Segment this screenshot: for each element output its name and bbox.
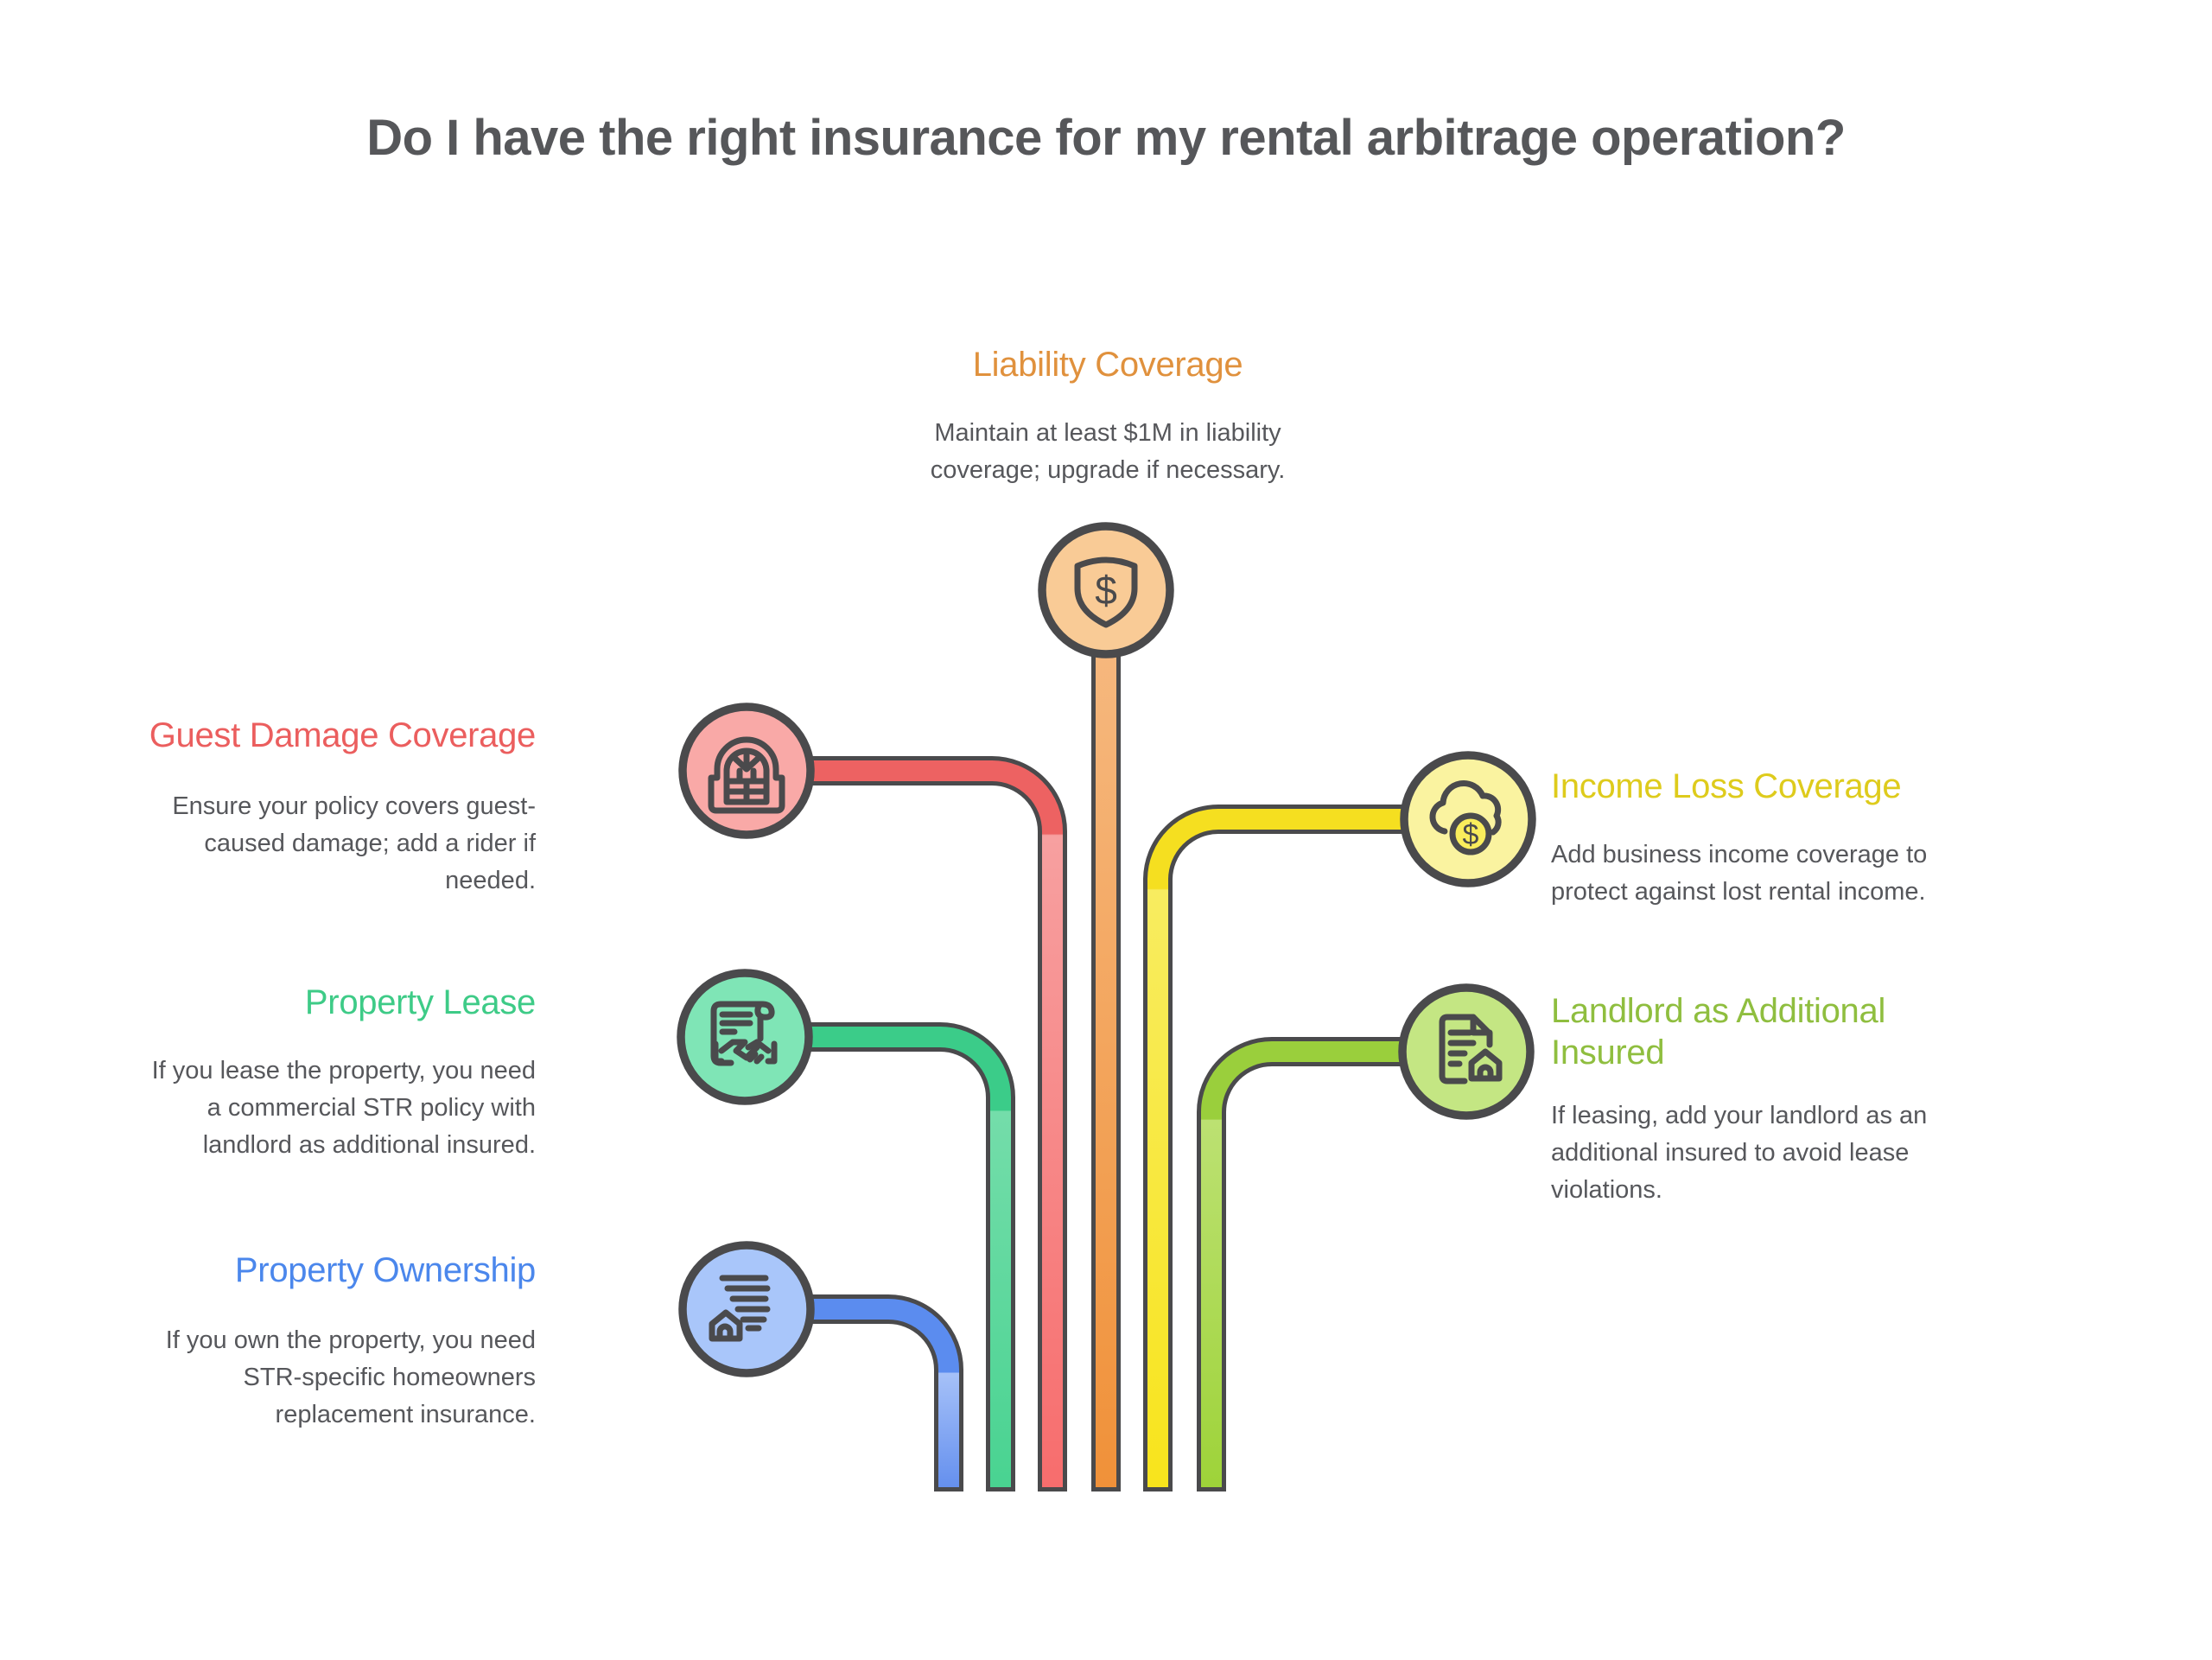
landlord-branch-outline [1197, 1037, 1466, 1491]
section-guest-damage: Guest Damage Coverage Ensure your policy… [131, 715, 537, 900]
income-loss-branch [1147, 809, 1468, 1487]
section-property-ownership: Property Ownership If you own the proper… [131, 1250, 537, 1434]
section-liability: Liability Coverage Maintain at least $1M… [861, 344, 1354, 489]
arched-window-icon [708, 736, 785, 814]
property-lease-branch [745, 1027, 1011, 1487]
section-description-property-lease: If you lease the property, you need a co… [151, 1057, 536, 1159]
shield-dollar-icon: $ [1074, 557, 1138, 628]
section-description-guest-damage: Ensure your policy covers guest-caused d… [172, 792, 536, 894]
page-title: Do I have the right insurance for my ren… [366, 110, 1846, 166]
property-ownership-node [678, 1241, 815, 1377]
contract-handshake-icon [710, 1001, 778, 1066]
section-property-lease: Property Lease If you lease the property… [131, 982, 537, 1164]
cloud-dollar-icon: $ [1429, 779, 1502, 855]
section-title-income-loss: Income Loss Coverage [1551, 767, 1902, 805]
section-description-property-ownership: If you own the property, you need STR-sp… [165, 1326, 536, 1428]
section-income-loss: Income Loss Coverage Add business income… [1551, 766, 1957, 911]
section-landlord-additional-insured: Landlord as Additional Insured If leasin… [1551, 990, 2000, 1209]
guest-damage-node [678, 703, 815, 839]
liability-node: $ [1038, 522, 1174, 658]
section-description-income-loss: Add business income coverage to protect … [1551, 841, 1928, 906]
svg-text:$: $ [1463, 818, 1479, 851]
section-title-property-lease: Property Lease [304, 983, 536, 1021]
income-loss-node: $ [1400, 751, 1536, 887]
house-listing-icon [709, 1275, 771, 1342]
section-description-liability: Maintain at least $1M in liability cover… [930, 419, 1286, 484]
section-title-landlord-additional-insured: Landlord as Additional Insured [1551, 992, 1886, 1072]
document-house-icon [1439, 1014, 1503, 1084]
section-title-guest-damage: Guest Damage Coverage [149, 716, 537, 754]
ownership-branch [747, 1299, 959, 1487]
section-description-landlord-additional-insured: If leasing, add your landlord as an addi… [1551, 1102, 1928, 1204]
guest-damage-branch [747, 760, 1063, 1487]
landlord-branch [1201, 1041, 1466, 1487]
property-lease-node [677, 969, 813, 1105]
section-title-liability: Liability Coverage [972, 346, 1243, 384]
landlord-node [1398, 983, 1535, 1120]
section-title-property-ownership: Property Ownership [234, 1251, 536, 1289]
svg-text:$: $ [1095, 568, 1117, 613]
